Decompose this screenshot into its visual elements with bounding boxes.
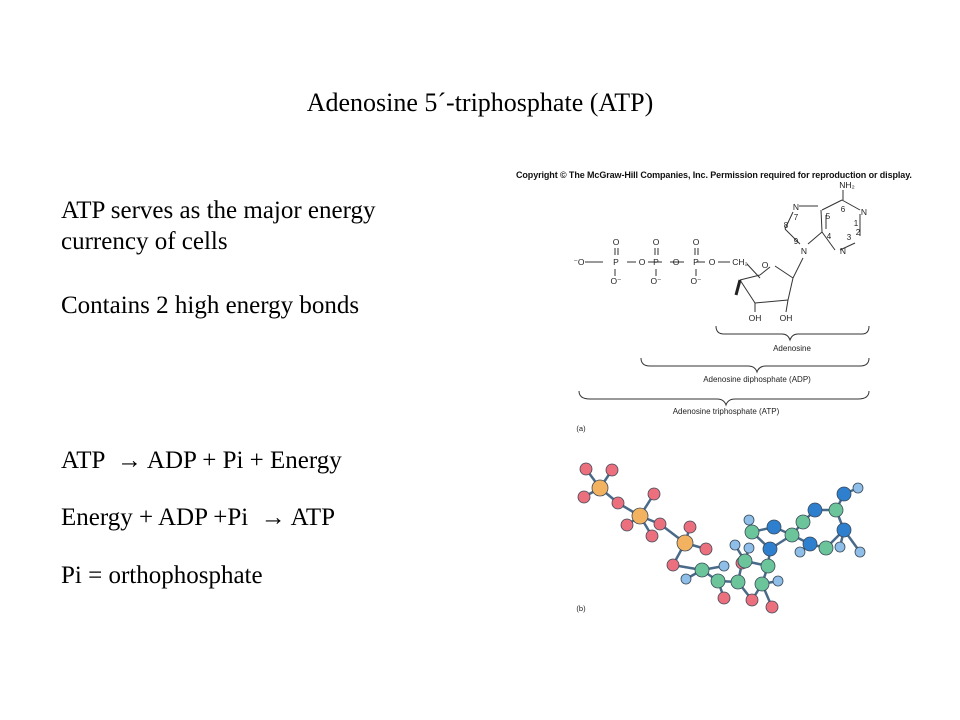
svg-text:O⁻: O⁻ (690, 276, 701, 286)
adenosine-label: Adenosine (773, 344, 811, 353)
oxygen-atom-9 (653, 517, 667, 531)
hydrogen-atom-38 (852, 482, 864, 494)
svg-text:O: O (709, 257, 716, 267)
nitrogen-atom-33 (802, 536, 818, 552)
hydrogen-atom-43 (743, 514, 755, 526)
adp-label: Adenosine diphosphate (ADP) (703, 375, 811, 384)
nitrogen-atom-35 (807, 502, 823, 518)
carbon-atom-36 (828, 502, 844, 518)
nitrogen-atom-29 (762, 541, 778, 557)
copyright-notice: Copyright © The McGraw-Hill Companies, I… (516, 170, 912, 180)
svg-text:6: 6 (841, 205, 846, 214)
svg-text:O: O (693, 237, 700, 247)
oxygen-atom-23 (745, 593, 759, 607)
nitrogen-atom-37 (836, 486, 852, 502)
svg-text:3: 3 (847, 233, 852, 242)
svg-text:5: 5 (826, 212, 831, 221)
phosphorus-atom-5 (631, 507, 649, 525)
carbon-atom-25 (754, 576, 770, 592)
carbon-atom-19 (730, 574, 746, 590)
carbon-atom-40 (818, 540, 834, 556)
hydrogen-atom-16 (718, 560, 730, 572)
svg-text:1: 1 (854, 219, 859, 228)
carbon-atom-32 (784, 527, 800, 543)
phosphorus-alpha: P (693, 257, 699, 267)
oxygen-atom-4 (611, 496, 625, 510)
carbon-atom-30 (744, 524, 760, 540)
carbon-atom-21 (737, 553, 753, 569)
carbon-atom-17 (710, 573, 726, 589)
hydrogen-atom-15 (680, 573, 692, 585)
hydrogen-atom-42 (854, 546, 866, 558)
carbon-atom-22 (760, 558, 776, 574)
oxygen-atom-2 (577, 490, 591, 504)
ribose-oxygen: O (762, 260, 769, 270)
svg-text:4: 4 (827, 232, 832, 241)
hydrogen-atom-27 (729, 539, 741, 551)
svg-text:O: O (613, 237, 620, 247)
oxygen-atom-24 (765, 600, 779, 614)
svg-text:N: N (801, 246, 807, 256)
panel-b-label: (b) (576, 604, 586, 613)
svg-text:O: O (653, 237, 660, 247)
svg-text:N: N (861, 207, 867, 217)
hydrogen-atom-26 (772, 575, 784, 587)
svg-text:2: 2 (856, 228, 861, 237)
hydrogen-atom-44 (794, 546, 806, 558)
slide-title: Adenosine 5´-triphosphate (ATP) (306, 88, 654, 117)
orthophosphate-definition: Pi = orthophosphate (61, 562, 263, 589)
phosphorus-atom-0 (591, 479, 609, 497)
hydrogen-atom-28 (743, 542, 755, 554)
atp-currency-text: ATP serves as the major energy currency … (61, 197, 376, 255)
oxygen-atom-3 (605, 463, 619, 477)
hydrogen-atom-41 (834, 541, 846, 553)
oxygen-atom-12 (666, 558, 680, 572)
nitrogen-atom-39 (836, 522, 852, 538)
terminal-oxygen: ⁻O (573, 257, 584, 267)
amino-group: NH₂ (839, 180, 855, 190)
oxygen-atom-6 (620, 518, 634, 532)
svg-text:O⁻: O⁻ (650, 276, 661, 286)
ch2-label: CH₂ (732, 257, 748, 267)
oxygen-atom-7 (647, 487, 661, 501)
nitrogen-atom-31 (766, 519, 782, 535)
oxygen-atom-8 (645, 529, 659, 543)
hydrolysis-equation: ATP → ADP + Pi + Energy (61, 447, 342, 474)
oxygen-atom-1 (579, 462, 593, 476)
svg-text:8: 8 (784, 221, 789, 230)
high-energy-bonds-text: Contains 2 high energy bonds (61, 292, 360, 319)
phosphorus-atom-10 (676, 534, 694, 552)
oxygen-atom-13 (683, 520, 697, 534)
svg-text:N: N (840, 246, 846, 256)
carbon-atom-14 (694, 562, 710, 578)
hydroxyl-2: OH (749, 313, 762, 323)
carbon-atom-34 (795, 514, 811, 530)
svg-text:O⁻: O⁻ (610, 276, 621, 286)
hydroxyl-3: OH (780, 313, 793, 323)
oxygen-atom-18 (717, 591, 731, 605)
atp-structural-formula: ⁻O P P P O O O O O O O⁻ O⁻ O⁻ CH₂ O OH O… (573, 180, 870, 433)
svg-text:N: N (793, 202, 799, 212)
atp-ball-and-stick-model: (b) (576, 462, 866, 614)
atp-label: Adenosine triphosphate (ATP) (673, 407, 780, 416)
phosphorus-gamma: P (613, 257, 619, 267)
phosphorus-beta: P (653, 257, 659, 267)
svg-text:O: O (639, 257, 646, 267)
svg-text:9: 9 (794, 237, 799, 246)
svg-text:7: 7 (794, 213, 799, 222)
synthesis-equation: Energy + ADP +Pi → ATP (61, 504, 336, 531)
panel-a-label: (a) (576, 424, 586, 433)
svg-text:O: O (673, 257, 680, 267)
oxygen-atom-11 (699, 542, 713, 556)
